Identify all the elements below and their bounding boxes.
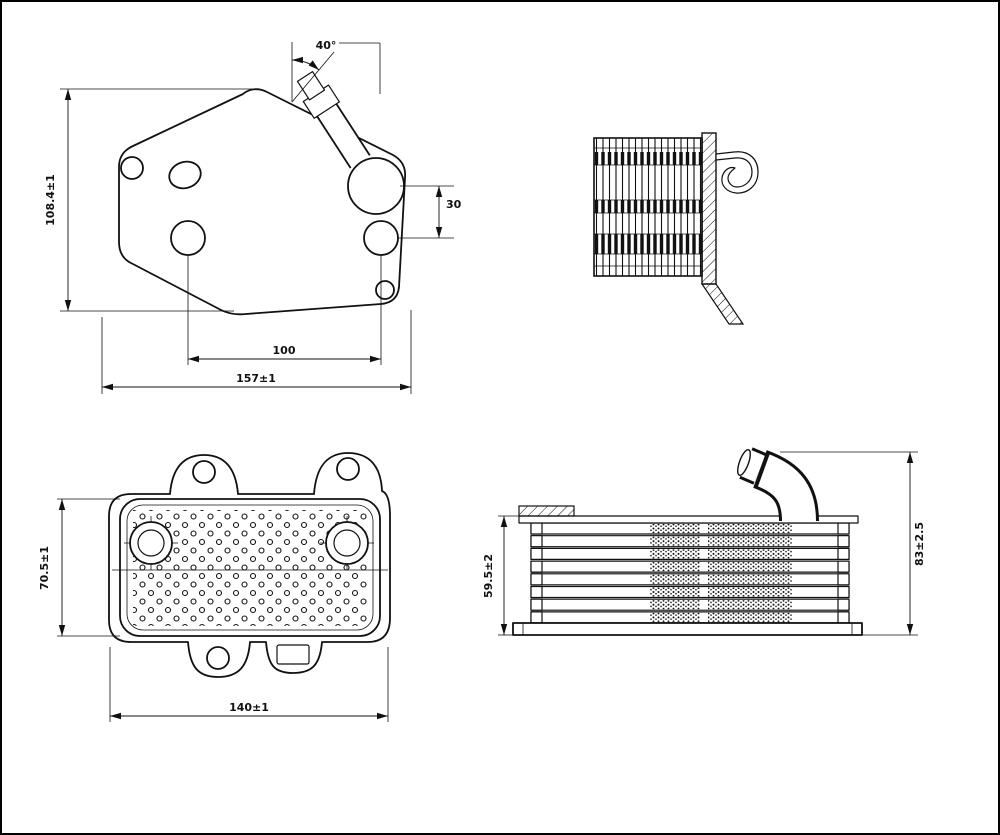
view-front-top: 40° 30 100 157±1 108.4±1: [44, 39, 462, 394]
top-flange-edge: [518, 505, 575, 517]
dim-total-height: 83±2.5: [780, 451, 926, 636]
port-left: [124, 516, 178, 570]
dim-height-70-label: 70.5±1: [38, 546, 51, 590]
oil-pipe: [296, 70, 371, 169]
view-front-bottom: 70.5±1 140±1: [38, 452, 391, 722]
dim-height-108: 108.4±1: [44, 88, 254, 312]
dim-width-140-label: 140±1: [229, 701, 269, 714]
dim-core-height: 59.5±2: [482, 515, 519, 636]
dim-core-height-label: 59.5±2: [482, 554, 495, 598]
flange-plate-outline: [118, 88, 407, 316]
dim-hole-spacing-100: 100: [187, 255, 382, 365]
top-cover-plate: [518, 515, 859, 524]
dim-width-140: 140±1: [109, 647, 389, 722]
tab-bolt-hole-top-right: [336, 457, 360, 481]
port-right: [320, 516, 374, 570]
dim-height-label: 108.4±1: [44, 174, 57, 226]
dim-hole-spacing-label: 100: [273, 344, 296, 357]
oval-cutout: [168, 160, 202, 190]
mount-plate-edge-lower: [700, 283, 745, 325]
dim-port-offset-label: 30: [446, 198, 462, 211]
dim-width-label: 157±1: [236, 372, 276, 385]
retaining-clip: [715, 151, 759, 194]
dim-angle-label: 40°: [316, 39, 337, 52]
perforation-field: [133, 510, 367, 626]
mount-plate-edge: [701, 132, 717, 285]
dim-total-height-label: 83±2.5: [913, 522, 926, 566]
bolt-hole-top-left: [120, 156, 144, 180]
mount-hole-left: [170, 220, 206, 256]
dim-height-70: 70.5±1: [38, 498, 120, 637]
tab-bolt-hole-top-left: [192, 460, 216, 484]
view-side-bottom: 59.5±2 83±2.5: [482, 447, 926, 636]
mount-hole-right: [363, 220, 399, 256]
dim-port-offset-30: 30: [398, 185, 462, 239]
dim-angle-40: 40°: [291, 39, 381, 103]
bolt-hole-bottom-right: [375, 280, 395, 300]
dim-width-157: 157±1: [101, 310, 412, 394]
cooler-body-inner: [126, 504, 374, 631]
base-plate: [512, 622, 863, 636]
bottom-slot: [276, 644, 310, 665]
view-side-top: [593, 132, 759, 325]
outlet-elbow-pipe: [737, 447, 819, 522]
tab-bolt-hole-bottom: [206, 646, 230, 670]
